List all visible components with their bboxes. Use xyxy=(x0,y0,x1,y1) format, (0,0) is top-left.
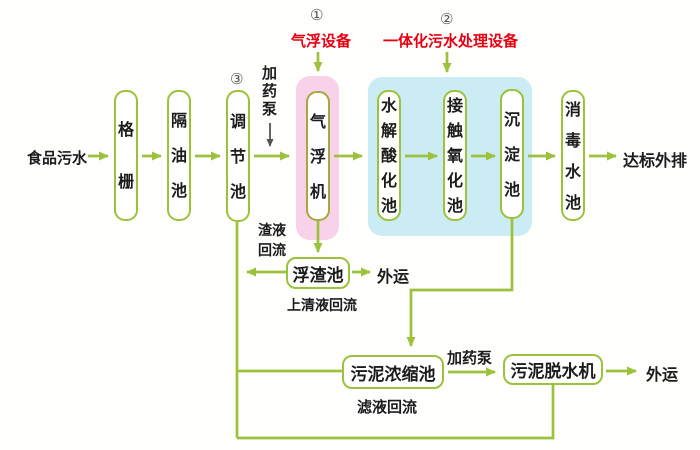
slag-backflow-label: 渣液回流 xyxy=(258,223,286,259)
node-hydrolysis-acidification-tank: 水解酸化池 xyxy=(377,90,401,221)
node-contact-oxidation-tank: 接触氧化池 xyxy=(443,90,467,221)
outfall-label: 达标外排 xyxy=(623,151,688,170)
node-grid-screen: 格栅 xyxy=(114,90,138,221)
dosing-pump-top-label: 加药泵 xyxy=(261,64,277,118)
scum-tank-box: 浮渣池 xyxy=(286,257,350,289)
source-label: 食品污水 xyxy=(27,149,88,167)
node-oil-separation-tank: 隔油池 xyxy=(167,90,191,221)
annotation-number-3: ③ xyxy=(230,70,244,88)
dewater-out-label: 外运 xyxy=(646,365,679,384)
node-sedimentation-tank: 沉淀池 xyxy=(500,89,524,219)
supernatant-backflow-label: 上清液回流 xyxy=(287,298,357,314)
sludge-thickener-box: 污泥浓缩池 xyxy=(342,355,444,389)
integrated-equipment-label: 一体化污水处理设备 xyxy=(383,32,519,50)
dosing-pump-bottom-label: 加药泵 xyxy=(447,349,493,367)
annotation-number-1: ① xyxy=(310,6,324,24)
sludge-dewaterer-box: 污泥脱水机 xyxy=(503,354,603,385)
annotation-number-2: ② xyxy=(440,10,454,28)
node-regulating-tank: 调节池 xyxy=(226,90,250,222)
filtrate-backflow-label: 滤液回流 xyxy=(357,398,418,416)
flotation-equipment-label: 气浮设备 xyxy=(291,32,352,50)
scum-out-label: 外运 xyxy=(377,267,410,286)
node-disinfection-tank: 消毒水池 xyxy=(561,90,585,221)
node-air-flotation-machine: 气浮机 xyxy=(306,91,330,221)
